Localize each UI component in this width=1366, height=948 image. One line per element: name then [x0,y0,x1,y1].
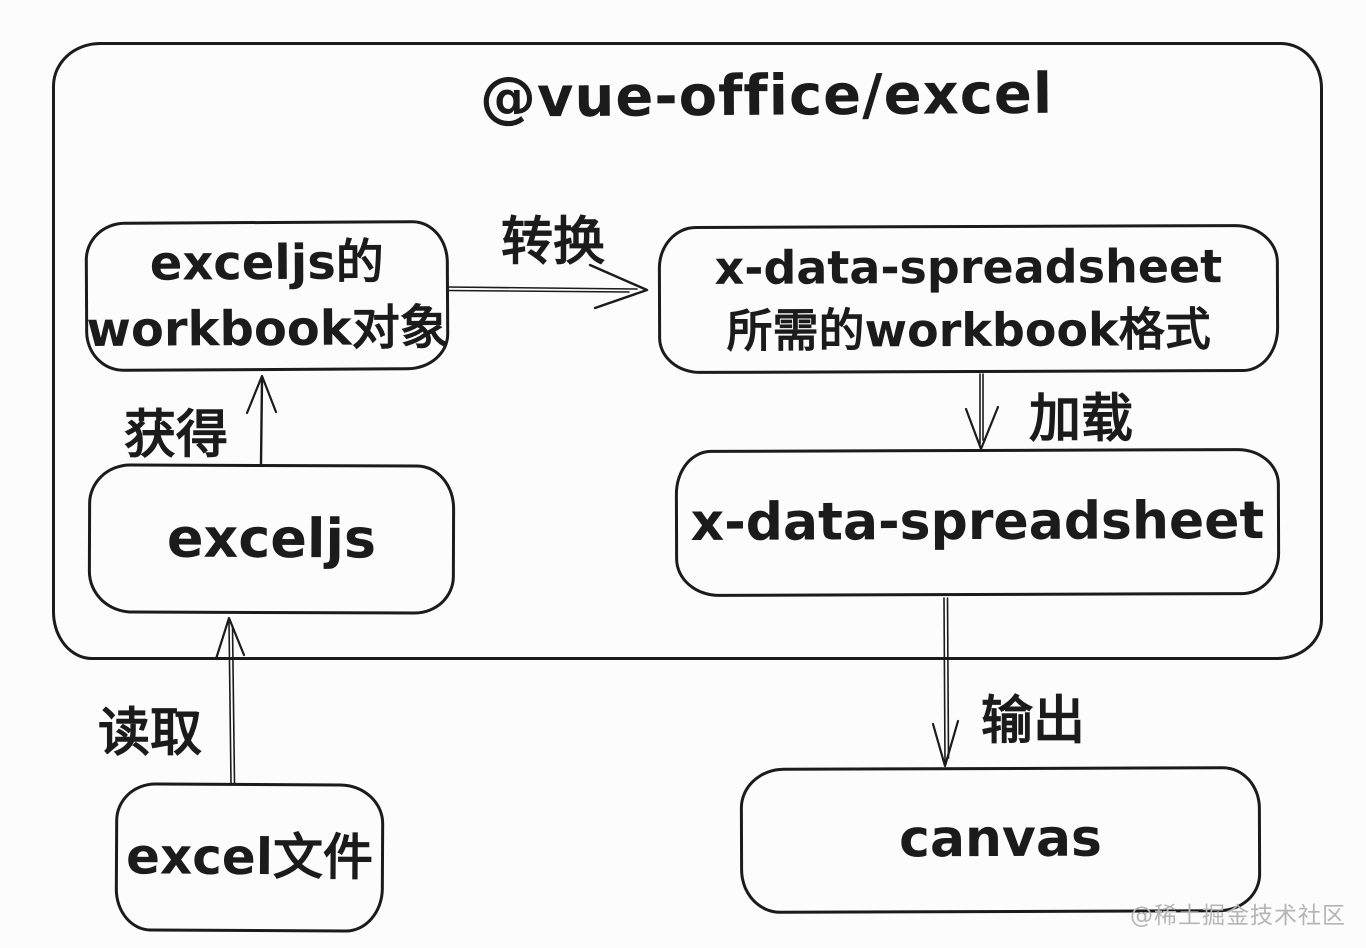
node-excel-file: excel文件 [114,782,385,933]
node-xspreadsheet: x-data-spreadsheet [674,447,1281,598]
diagram-title: @vue-office/excel [479,61,1054,131]
node-xspreadsheet-label: x-data-spreadsheet [690,490,1265,553]
node-canvas-label: canvas [898,808,1103,870]
edge-label-read: 读取 [97,703,203,764]
watermark: @稀土掘金技术社区 [1130,903,1346,929]
node-xspreadsheet-workbook-format: x-data-spreadsheet 所需的workbook格式 [657,223,1280,375]
node-excel-file-label: excel文件 [125,827,374,887]
node-exceljs-label: exceljs [166,506,377,571]
node-exceljs-workbook-object: exceljs的 workbook对象 [84,220,450,372]
node-exceljs-workbook-line2: workbook对象 [86,300,448,358]
node-canvas: canvas [739,766,1262,914]
edge-label-obtain: 获得 [123,405,229,466]
node-exceljs-workbook-line1: exceljs的 [149,234,384,292]
edge-label-output: 输出 [980,691,1086,752]
node-exceljs: exceljs [87,463,456,615]
edge-label-load: 加载 [1028,389,1134,450]
edge-label-convert: 转换 [500,212,606,273]
node-xspreadsheet-workbook-line2: 所需的workbook格式 [726,302,1211,358]
vue-office-excel-container [52,42,1323,660]
node-xspreadsheet-workbook-line1: x-data-spreadsheet [714,238,1223,295]
